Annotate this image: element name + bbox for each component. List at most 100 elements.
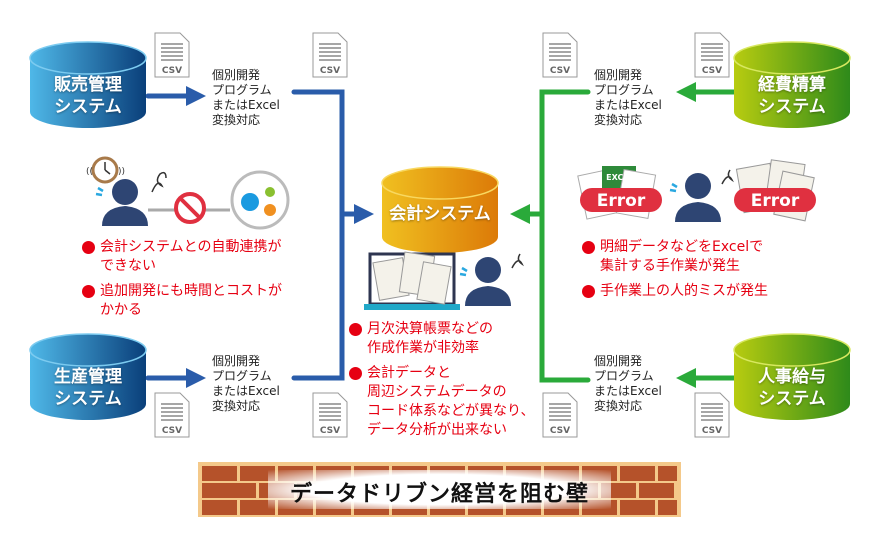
csv-file-icon: CSV <box>694 392 730 438</box>
svg-text:CSV: CSV <box>550 426 570 436</box>
accounting-system-db: 会計システム <box>380 165 500 255</box>
document-icon <box>372 251 452 305</box>
brick <box>221 483 256 498</box>
issue-item: 追加開発にも時間とコストがかかる <box>82 282 282 320</box>
brick <box>658 466 677 481</box>
issue-line: 集計する手作業が発生 <box>600 258 740 274</box>
issue-line: かかる <box>100 302 142 318</box>
clock-icon: (()) <box>86 156 125 184</box>
conv-line: 変換対応 <box>594 113 643 127</box>
issue-line: 月次決算帳票などの <box>367 321 493 337</box>
svg-text:CSV: CSV <box>702 66 722 76</box>
brick <box>240 500 275 515</box>
database-icon <box>733 333 851 420</box>
issue-line: データ分析が出来ない <box>367 422 507 438</box>
conv-line: 変換対応 <box>212 399 261 413</box>
document-error-icon: Error <box>734 159 816 222</box>
brick-wall-banner: データドリブン経営を阻む壁 <box>198 462 681 517</box>
issue-line: できない <box>100 258 156 274</box>
right-illustration: EXCEL Error Error <box>577 159 816 222</box>
brick <box>658 500 677 515</box>
svg-text:CSV: CSV <box>702 426 722 436</box>
svg-text:CSV: CSV <box>162 426 182 436</box>
issue-item: 手作業上の人的ミスが発生 <box>582 282 768 301</box>
svg-text:Error: Error <box>751 191 800 211</box>
issue-item: 月次決算帳票などの作成作業が非効率 <box>349 320 534 358</box>
brick <box>240 466 275 481</box>
csv-file-icon: CSV <box>542 392 578 438</box>
wall-glow <box>268 470 611 509</box>
person-icon <box>669 169 734 222</box>
svg-text:CSV: CSV <box>162 66 182 76</box>
issue-line: 会計データと <box>367 365 451 381</box>
conv-line: またはExcel <box>594 384 662 398</box>
issue-item: 会計データと周辺システムデータのコード体系などが異なり、データ分析が出来ない <box>349 364 534 440</box>
sales-system-db: 販売管理システム <box>28 40 148 130</box>
issue-line: 作成作業が非効率 <box>367 340 479 356</box>
issue-item: 会計システムとの自動連携ができない <box>82 238 282 276</box>
wall-title: データドリブン経営を阻む壁 <box>289 482 589 507</box>
csv-file-icon: CSV <box>312 32 348 78</box>
gears-icon <box>230 170 290 230</box>
conv-line: またはExcel <box>212 384 280 398</box>
issue-line: 明細データなどをExcelで <box>600 239 764 255</box>
conv-line: 個別開発 <box>212 68 261 82</box>
brick <box>620 500 655 515</box>
conv-line: またはExcel <box>212 98 280 112</box>
system-name: 経費精算 <box>758 75 826 95</box>
brick <box>202 466 237 481</box>
database-icon <box>29 333 147 420</box>
conv-line: またはExcel <box>594 98 662 112</box>
database-icon <box>381 166 499 253</box>
brick <box>620 466 655 481</box>
conv-line: 変換対応 <box>594 399 643 413</box>
csv-file-icon: CSV <box>154 392 190 438</box>
system-suffix: システム <box>54 97 122 117</box>
conv-line: 個別開発 <box>594 354 643 368</box>
issue-line: 周辺システムデータの <box>367 384 507 400</box>
svg-text:CSV: CSV <box>320 426 340 436</box>
prohibit-icon <box>174 192 206 224</box>
system-suffix: システム <box>758 389 826 409</box>
stress-spiral-icon <box>151 171 167 193</box>
issues-left: 会計システムとの自動連携ができない 追加開発にも時間とコストがかかる <box>82 238 282 326</box>
database-icon <box>29 41 147 128</box>
issue-line: 追加開発にも時間とコストが <box>100 283 282 299</box>
database-icon <box>733 41 851 128</box>
system-name: 販売管理 <box>54 75 122 95</box>
svg-text:Error: Error <box>597 191 646 211</box>
left-illustration: (()) <box>86 156 290 230</box>
excel-error-icon: EXCEL Error <box>577 166 662 220</box>
svg-text:CSV: CSV <box>320 66 340 76</box>
expense-system-db: 経費精算システム <box>732 40 852 130</box>
person-icon <box>95 179 148 226</box>
bullet-dot <box>82 285 95 298</box>
issue-item: 明細データなどをExcelで集計する手作業が発生 <box>582 238 768 276</box>
system-suffix: システム <box>758 97 826 117</box>
system-name: 会計システム <box>389 204 491 224</box>
center-illustration <box>364 251 524 310</box>
system-name: 生産管理 <box>54 367 122 387</box>
line-expense-to-accounting <box>539 89 591 383</box>
system-suffix: システム <box>54 389 122 409</box>
conv-line: 個別開発 <box>594 68 643 82</box>
csv-file-icon: CSV <box>694 32 730 78</box>
svg-text:)): )) <box>118 167 125 177</box>
svg-text:CSV: CSV <box>550 66 570 76</box>
issue-line: 会計システムとの自動連携が <box>100 239 282 255</box>
issue-line: 手作業上の人的ミスが発生 <box>600 283 768 299</box>
conv-line: 個別開発 <box>212 354 261 368</box>
conv-line: プログラム <box>212 369 272 383</box>
issue-line: コード体系などが異なり、 <box>367 403 535 419</box>
csv-file-icon: CSV <box>312 392 348 438</box>
svg-text:EXCEL: EXCEL <box>606 173 634 182</box>
conv-line: 変換対応 <box>212 113 261 127</box>
conv-line: プログラム <box>594 369 654 383</box>
issues-right: 明細データなどをExcelで集計する手作業が発生 手作業上の人的ミスが発生 <box>582 238 768 307</box>
brick <box>202 500 237 515</box>
